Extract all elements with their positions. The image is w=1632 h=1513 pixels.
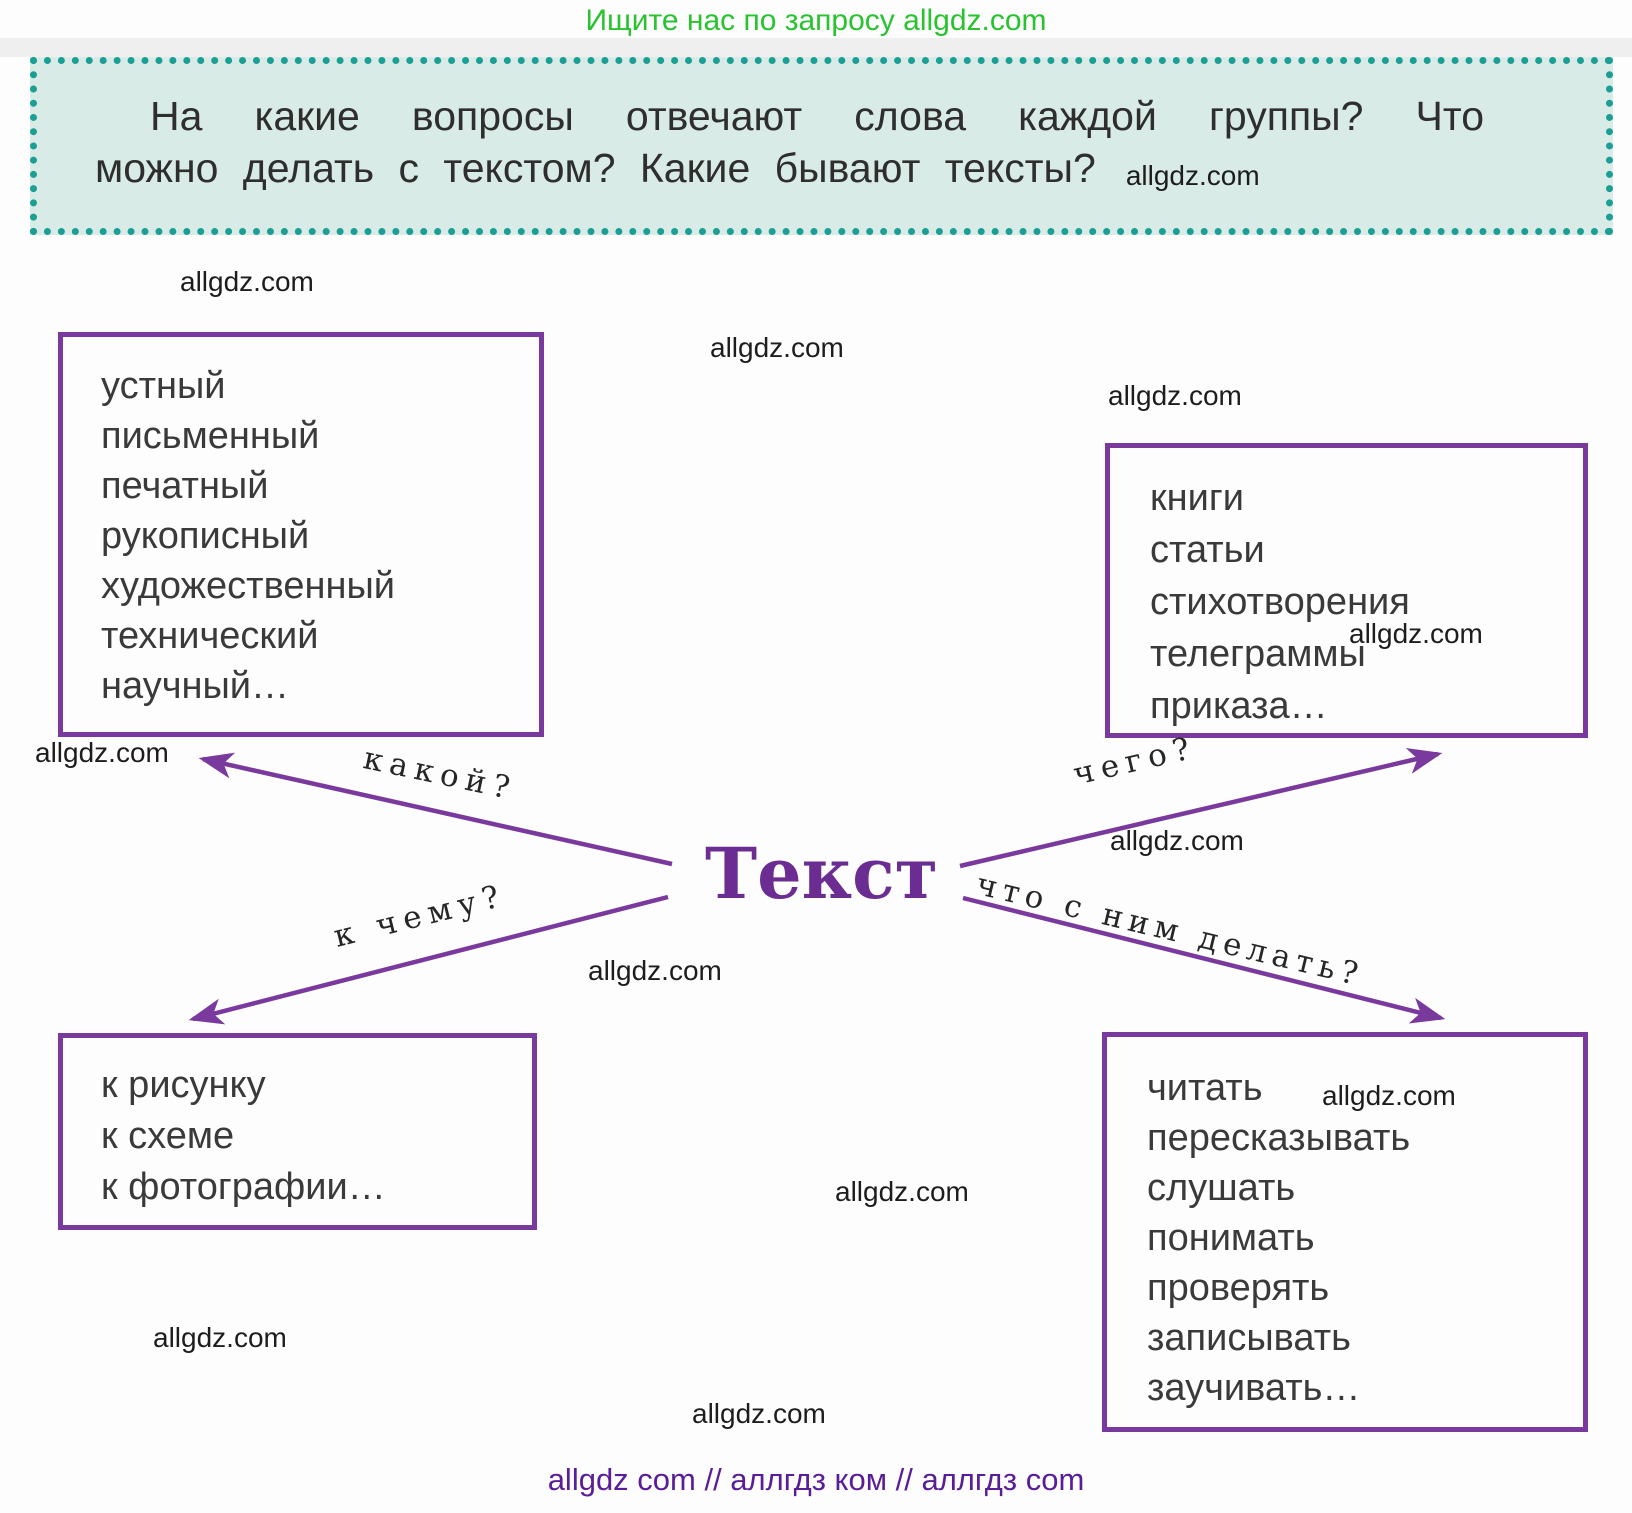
text-towhat-list: к рисунку к схеме к фотографии… bbox=[101, 1060, 532, 1213]
watermark: allgdz.com bbox=[1110, 825, 1244, 856]
list-item: художественный bbox=[101, 565, 395, 607]
list-item: приказа… bbox=[1150, 685, 1328, 727]
watermark: allgdz.com bbox=[1108, 380, 1242, 411]
list-item: пересказывать bbox=[1147, 1117, 1411, 1159]
list-item: технический bbox=[101, 615, 319, 657]
question-label-kakoi: какой? bbox=[360, 740, 520, 808]
watermark: allgdz.com bbox=[153, 1322, 287, 1353]
text-types-list: устный письменный печатный рукописный ху… bbox=[101, 361, 539, 711]
list-item: записывать bbox=[1147, 1317, 1351, 1359]
list-item: к фотографии… bbox=[101, 1166, 386, 1208]
list-item: к рисунку bbox=[101, 1064, 266, 1106]
list-item: заучивать… bbox=[1147, 1367, 1361, 1409]
box-text-types: устный письменный печатный рукописный ху… bbox=[58, 332, 544, 737]
list-item: понимать bbox=[1147, 1217, 1315, 1259]
box-text-genres: книги статьи стихотворения телеграммы пр… bbox=[1105, 443, 1588, 738]
diagram-center-title: Текст bbox=[705, 832, 939, 915]
watermark: allgdz.com bbox=[710, 332, 844, 363]
watermark: allgdz.com bbox=[180, 266, 314, 297]
list-item: письменный bbox=[101, 415, 320, 457]
list-item: печатный bbox=[101, 465, 269, 507]
text-genres-list: книги статьи стихотворения телеграммы пр… bbox=[1150, 472, 1583, 732]
watermark: allgdz.com bbox=[1322, 1080, 1456, 1111]
list-item: книги bbox=[1150, 477, 1244, 519]
instruction-line-2-text: можно делать с текстом? Какие бывают тек… bbox=[95, 145, 1096, 191]
instruction-line-2: можно делать с текстом? Какие бывают тек… bbox=[95, 142, 1484, 199]
instruction-box: На какие вопросы отвечают слова каждой г… bbox=[30, 57, 1613, 235]
list-item: научный… bbox=[101, 665, 290, 707]
list-item: к схеме bbox=[101, 1115, 235, 1157]
text-actions-list: читать пересказывать слушать понимать пр… bbox=[1147, 1063, 1583, 1413]
instruction-line-1: На какие вопросы отвечают слова каждой г… bbox=[150, 93, 1484, 139]
watermark: allgdz.com bbox=[1125, 160, 1260, 191]
watermark: allgdz.com bbox=[692, 1398, 826, 1429]
top-banner-text: Ищите нас по запросу allgdz.com bbox=[585, 4, 1047, 37]
watermark: allgdz.com bbox=[835, 1176, 969, 1207]
list-item: стихотворения bbox=[1150, 581, 1410, 623]
watermark: allgdz.com bbox=[1349, 618, 1483, 649]
list-item: слушать bbox=[1147, 1167, 1296, 1209]
question-label-kchemu: к чему? bbox=[330, 877, 510, 955]
footer-watermark-line: allgdz com // аллгдз ком // аллгдз com bbox=[547, 1462, 1085, 1497]
box-text-actions: читать пересказывать слушать понимать пр… bbox=[1102, 1032, 1588, 1432]
divider-band bbox=[0, 38, 1632, 57]
list-item: проверять bbox=[1147, 1267, 1330, 1309]
list-item: устный bbox=[101, 365, 226, 407]
watermark: allgdz.com bbox=[35, 737, 169, 768]
question-label-chto: что с ним делать? bbox=[972, 866, 1368, 994]
list-item: статьи bbox=[1150, 529, 1265, 571]
list-item: телеграммы bbox=[1150, 633, 1366, 675]
box-text-towhat: к рисунку к схеме к фотографии… bbox=[58, 1033, 537, 1230]
list-item: рукописный bbox=[101, 515, 310, 557]
list-item: читать bbox=[1147, 1067, 1263, 1109]
watermark: allgdz.com bbox=[588, 955, 722, 986]
